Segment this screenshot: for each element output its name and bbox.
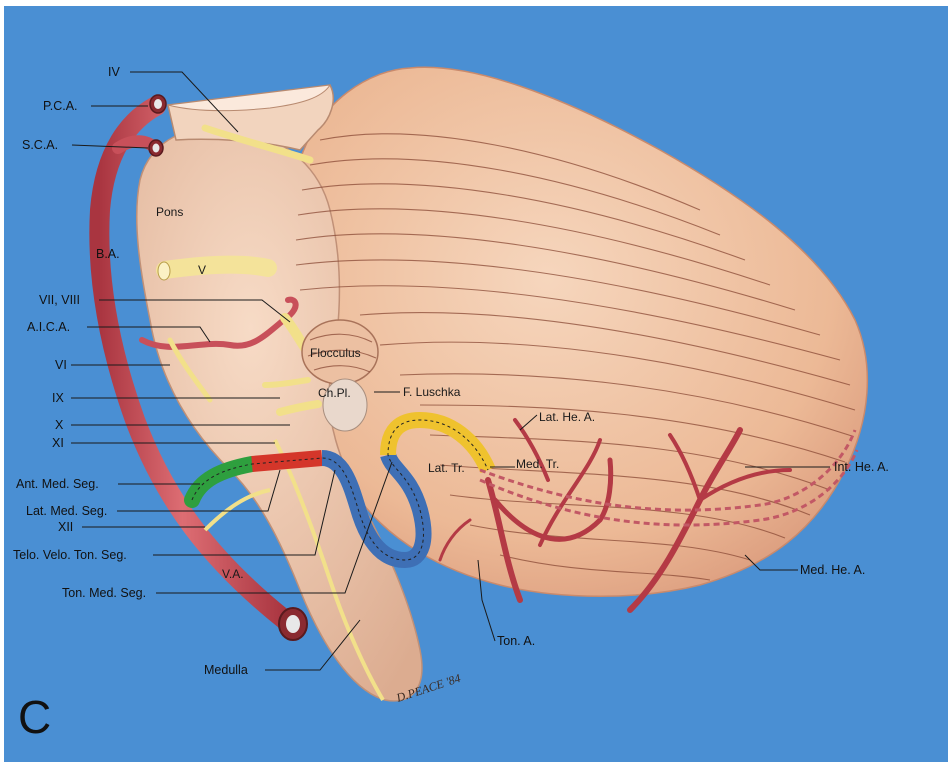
label-xi: XI <box>52 436 64 450</box>
vermian-arteries <box>479 429 859 527</box>
label-xii: XII <box>58 520 73 534</box>
pca-lumen <box>154 99 162 109</box>
midbrain-cut-face <box>167 84 331 112</box>
label-ix: IX <box>52 391 64 405</box>
label-lat-tr: Lat. Tr. <box>428 461 465 475</box>
label-vi: VI <box>55 358 67 372</box>
label-ton-med-seg: Ton. Med. Seg. <box>62 586 146 600</box>
leader-lines <box>71 71 830 671</box>
label-v: V <box>198 263 206 277</box>
label-ant-med-seg: Ant. Med. Seg. <box>16 477 99 491</box>
label-ba: B.A. <box>96 247 120 261</box>
label-medulla: Medulla <box>204 663 248 677</box>
pica-outline <box>191 419 489 561</box>
label-med-tr: Med. Tr. <box>516 457 559 471</box>
aica-artery <box>139 296 299 350</box>
label-f-luschka: F. Luschka <box>403 385 461 399</box>
label-aica: A.I.C.A. <box>27 320 70 334</box>
label-flocculus: Flocculus <box>310 346 361 360</box>
label-pons: Pons <box>156 205 183 219</box>
choroid-plexus <box>322 378 368 432</box>
label-lat-he-a: Lat. He. A. <box>539 410 595 424</box>
panel-letter: C <box>18 691 51 743</box>
label-va: V.A. <box>222 567 244 581</box>
label-sca: S.C.A. <box>22 138 58 152</box>
hemispheric-arteries <box>438 418 792 613</box>
label-ch-pl: Ch.Pl. <box>318 386 351 400</box>
basilar-artery <box>89 96 295 630</box>
label-pca: P.C.A. <box>43 99 78 113</box>
sca-lumen <box>152 143 160 153</box>
label-iv: IV <box>108 65 120 79</box>
label-med-he-a: Med. He. A. <box>800 563 865 577</box>
label-ton-a: Ton. A. <box>497 634 535 648</box>
label-vii-viii: VII, VIII <box>39 293 80 307</box>
label-int-he-a: Int. He. A. <box>834 460 889 474</box>
label-lat-med-seg: Lat. Med. Seg. <box>26 504 107 518</box>
vertebral-artery-lumen <box>286 615 300 633</box>
label-x: X <box>55 418 64 432</box>
label-telo-velo-ton-seg: Telo. Velo. Ton. Seg. <box>13 548 127 562</box>
